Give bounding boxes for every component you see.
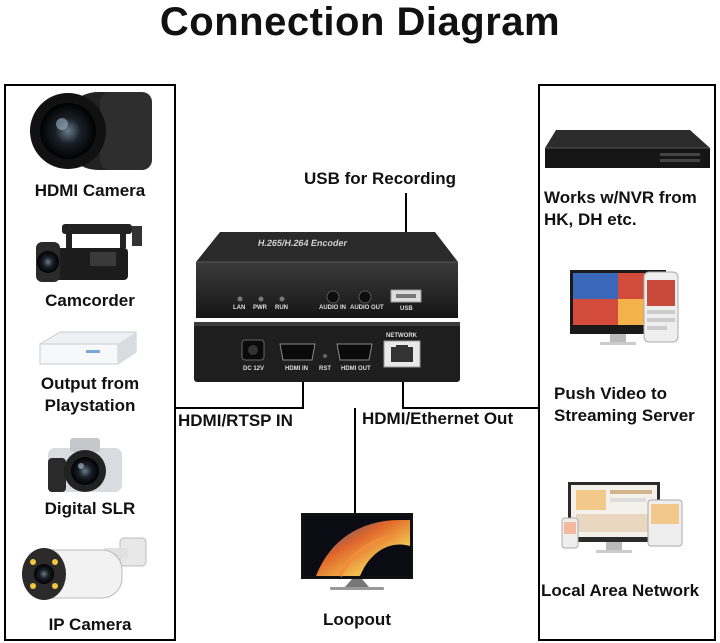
port-lan-label: LAN — [233, 305, 246, 311]
left-item-digital-slr: Digital SLR — [44, 499, 136, 518]
lan-devices-icon — [561, 482, 683, 553]
port-hdmi-out-label: HDMI OUT — [341, 366, 371, 372]
left-item-camcorder: Camcorder — [45, 291, 135, 310]
right-item-nvr: Works w/NVR from HK, DH etc. — [544, 188, 697, 229]
port-rst-label: RST — [319, 366, 331, 372]
digital-slr-icon — [48, 438, 122, 492]
usb-recording-label: USB for Recording — [303, 169, 457, 188]
nvr-recorder-icon — [545, 130, 710, 168]
game-console-icon — [39, 331, 137, 365]
page-title: Connection Diagram — [159, 0, 561, 44]
camcorder-icon — [36, 224, 142, 282]
hdmi-camera-icon — [30, 92, 152, 170]
encoder-unit-front — [194, 322, 460, 382]
right-item-lan: Local Area Network — [541, 581, 700, 600]
left-item-ip-camera: IP Camera — [48, 615, 132, 634]
right-item-streaming: Push Video to Streaming Server — [554, 384, 695, 425]
hdmi-ethernet-out-label: HDMI/Ethernet Out — [362, 409, 514, 428]
port-network-label: NETWORK — [386, 333, 417, 339]
ip-camera-icon — [22, 537, 147, 600]
port-usb-label: USB — [400, 306, 413, 312]
port-hdmi-in-label: HDMI IN — [285, 366, 308, 372]
port-pwr-label: PWR — [253, 305, 267, 311]
monitor-icon — [301, 513, 413, 590]
right-panel-frame — [538, 84, 716, 641]
streaming-devices-icon — [570, 270, 679, 345]
port-run-label: RUN — [275, 305, 288, 311]
left-item-playstation: Output from Playstation — [40, 374, 140, 415]
left-panel-frame — [4, 84, 176, 641]
port-dc-label: DC 12V — [243, 366, 265, 372]
encoder-brand-label: H.265/H.264 Encoder — [257, 238, 348, 248]
loopout-label: Loopout — [323, 610, 391, 629]
left-item-hdmi-camera: HDMI Camera — [34, 181, 146, 200]
hdmi-rtsp-in-label: HDMI/RTSP IN — [178, 411, 293, 430]
port-audio-in-label: AUDIO IN — [319, 305, 346, 311]
encoder-unit-top — [196, 232, 458, 318]
port-audio-out-label: AUDIO OUT — [350, 305, 384, 311]
